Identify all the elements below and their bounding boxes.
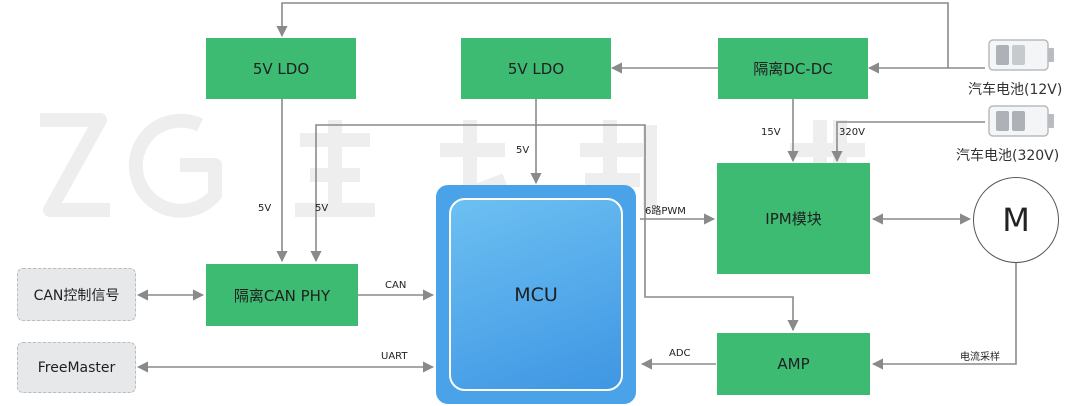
label-adc: ADC xyxy=(669,348,691,359)
freemaster-block: FreeMaster xyxy=(17,342,136,393)
line-battery320v-to-ipm xyxy=(831,121,985,163)
mcu-label: MCU xyxy=(449,198,623,391)
ldo-mid-block: 5V LDO xyxy=(461,38,611,99)
label-current-sense: 电流采样 xyxy=(960,352,1000,363)
battery-12v-label: 汽车电池(12V) xyxy=(968,82,1063,98)
label-pwm: 6路PWM xyxy=(645,206,686,217)
label-ldo-mid-5v: 5V xyxy=(315,203,329,214)
line-battery12v-to-ldo-left xyxy=(276,2,949,68)
can-signal-block: CAN控制信号 xyxy=(17,268,136,321)
line-ldo-mid-to-amp xyxy=(536,124,799,332)
motor-symbol: M xyxy=(973,177,1059,263)
line-motor-to-amp xyxy=(871,262,1017,370)
line-ldo-mid-to-canphy xyxy=(310,124,536,263)
ldo-left-block: 5V LDO xyxy=(206,38,356,99)
label-can: CAN xyxy=(385,280,407,291)
dcdc-block: 隔离DC-DC xyxy=(718,38,868,99)
label-uart: UART xyxy=(381,351,408,362)
can-phy-block: 隔离CAN PHY xyxy=(206,264,358,326)
ipm-block: IPM模块 xyxy=(717,163,870,274)
label-hv-320v: 320V xyxy=(839,127,865,138)
label-mcu-5v: 5V xyxy=(516,145,530,156)
battery-320v-label: 汽车电池(320V) xyxy=(956,148,1060,164)
label-dcdc-15v: 15V xyxy=(761,127,781,138)
amp-block: AMP xyxy=(717,333,870,395)
label-ldo-left-5v: 5V xyxy=(258,203,272,214)
mcu-block: MCU xyxy=(436,185,636,404)
